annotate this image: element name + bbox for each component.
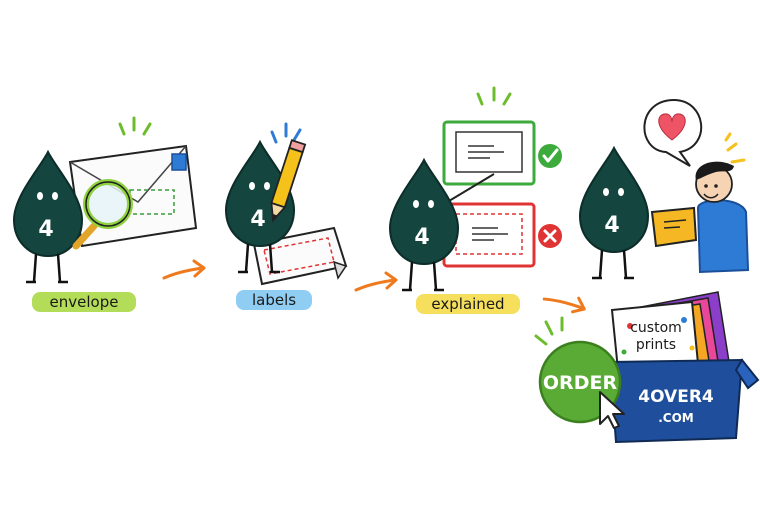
mascot: 4 [224,140,296,274]
heart-icon [658,113,686,141]
customer [695,161,750,274]
step-explained: 4 explained [388,86,562,314]
brand-name: 4OVER4 [638,387,714,407]
mascot: 4 [388,158,460,292]
svg-text:4: 4 [250,207,265,232]
brand-domain: .COM [658,411,694,425]
parcel [650,206,698,248]
sparkle-lines [534,316,564,346]
arrow-1 [162,259,206,280]
card-text-line2: prints [636,337,676,353]
order-section: custom prints 4OVER4 .COM ORDER [534,291,760,444]
arrow-2 [354,271,398,292]
magnifier-icon [72,179,133,250]
sparkle-lines [118,116,152,136]
step-handoff: 4 [578,98,750,280]
step-envelope: 4 envelope [12,116,198,312]
cross-icon [538,224,562,248]
sparkle-lines [270,122,302,144]
card-text-line1: custom [630,320,682,336]
step-label: explained [431,295,504,313]
sparkle-lines [724,132,746,164]
label-highlight [32,292,136,312]
mascot-number: 4 [38,217,53,242]
step-label: labels [252,291,296,309]
address-box [129,189,175,215]
sparkle-lines [476,86,512,106]
order-button-label: ORDER [543,372,618,394]
mascot: 4 [578,146,650,280]
pencil-icon [270,139,307,223]
svg-text:4: 4 [604,213,619,238]
pointer-stick [443,173,495,205]
label-highlight [236,290,312,310]
mascot: 4 [12,150,84,284]
svg-text:4: 4 [414,225,429,250]
cursor-icon [599,391,625,429]
label-highlight [416,294,520,314]
stamp [171,153,187,171]
check-icon [538,144,562,168]
step-label: envelope [50,293,119,311]
arrow-3 [542,282,590,320]
good-label-card [442,120,536,186]
step-labels: 4 labels [224,122,348,310]
speech-bubble [643,98,703,167]
